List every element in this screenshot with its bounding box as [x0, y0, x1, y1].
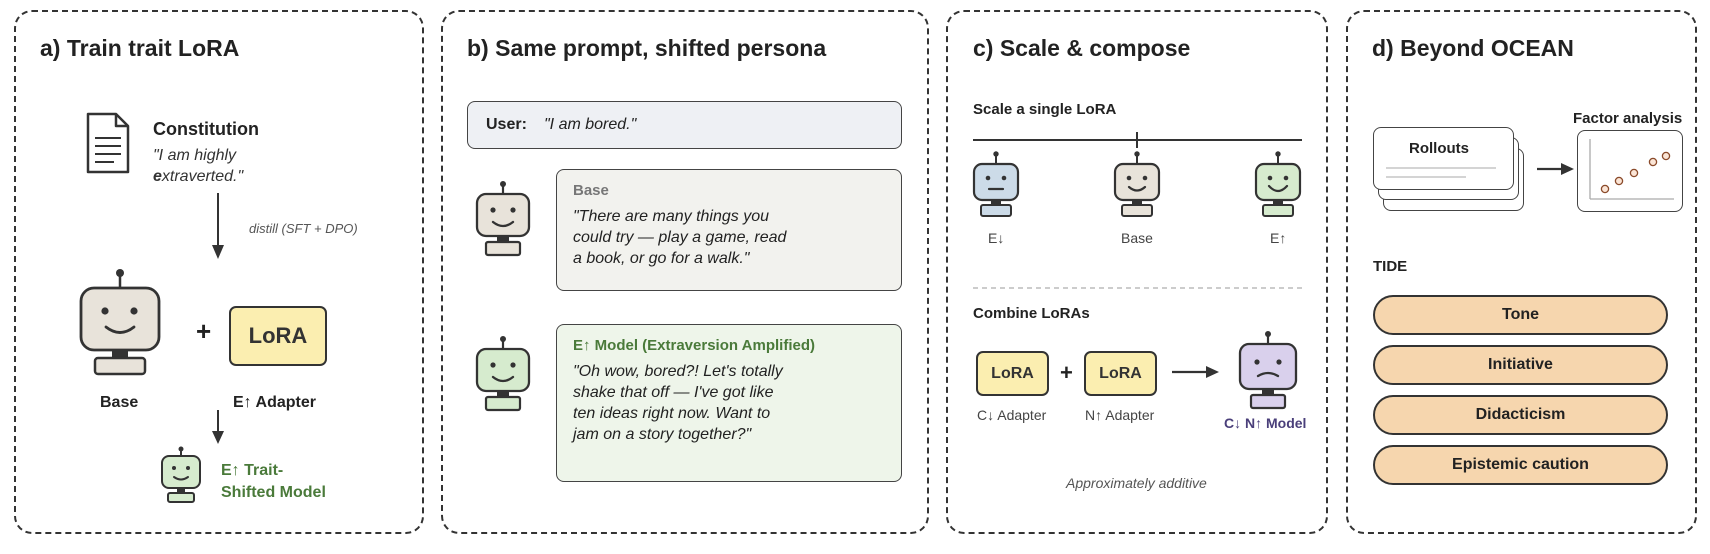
- scale-heading: Scale a single LoRA: [973, 101, 1117, 118]
- section-divider: [973, 287, 1302, 289]
- panel-d: [1346, 10, 1697, 534]
- combine-heading: Combine LoRAs: [973, 305, 1090, 322]
- base-response-title: Base: [573, 182, 609, 199]
- adapter-label-n: N↑ Adapter: [1085, 407, 1155, 423]
- factor-analysis-plot: [1577, 130, 1683, 212]
- document-icon: [86, 112, 130, 174]
- lora-box-n: LoRA: [1084, 351, 1157, 396]
- scale-label-down: E↓: [988, 230, 1005, 246]
- lora-box-c: LoRA: [976, 351, 1049, 396]
- adapter-label: E↑ Adapter: [233, 394, 316, 411]
- shift-arrow: [212, 410, 224, 444]
- base-robot-icon-b: [475, 181, 531, 257]
- constitution-quote-line1: "I am highly: [153, 147, 237, 164]
- panel-b: [441, 10, 929, 534]
- base-label: Base: [100, 394, 139, 411]
- amplified-response-line-2: shake that off — I've got like: [573, 384, 774, 401]
- distill-arrow: [212, 193, 224, 259]
- base-response-line-3: a book, or go for a walk.": [573, 250, 750, 267]
- rollouts-arrow: [1537, 163, 1574, 175]
- scale-label-up: E↑: [1270, 230, 1287, 246]
- amplified-response-bubble: E↑ Model (Extraversion Amplified) "Oh wo…: [556, 324, 902, 482]
- user-text: "I am bored.": [544, 116, 637, 133]
- amplified-response-line-3: ten ideas right now. Want to: [573, 405, 771, 422]
- scatter-plot-icon: [1589, 139, 1674, 200]
- shifted-model-label-1: E↑ Trait-: [221, 462, 284, 479]
- panel-a: [14, 10, 424, 534]
- distill-label: distill (SFT + DPO): [249, 221, 358, 236]
- lora-adapter-box: LoRA: [229, 306, 327, 366]
- rollouts-text-lines: [1386, 167, 1496, 178]
- constitution-quote-line2: extraverted.": [153, 168, 244, 185]
- combine-arrow: [1172, 366, 1219, 378]
- rollouts-card: Rollouts: [1373, 127, 1514, 190]
- adapter-label-c: C↓ Adapter: [977, 407, 1047, 423]
- panel-d-title: d) Beyond OCEAN: [1372, 35, 1574, 61]
- trait-robot-icon-b: [475, 336, 531, 412]
- base-response-bubble: Base "There are many things you could tr…: [556, 169, 902, 291]
- rollouts-label: Rollouts: [1409, 140, 1469, 157]
- panel-b-title: b) Same prompt, shifted persona: [467, 35, 827, 61]
- plus-sign: +: [196, 316, 212, 346]
- tide-item-epistemic-caution: Epistemic caution: [1373, 445, 1668, 485]
- trait-robot-icon: [161, 446, 201, 503]
- base-robot-icon: [79, 269, 161, 376]
- user-prompt-box: User: "I am bored.": [467, 101, 902, 149]
- combo-model-label: C↓ N↑ Model: [1224, 415, 1307, 431]
- constitution-title: Constitution: [153, 119, 259, 139]
- scale-axis: [973, 132, 1302, 148]
- amplified-response-line-1: "Oh wow, bored?! Let's totally: [573, 363, 783, 380]
- up-robot-icon: [1254, 151, 1302, 217]
- tide-item-initiative: Initiative: [1373, 345, 1668, 385]
- factor-analysis-label: Factor analysis: [1573, 110, 1683, 127]
- additive-footnote: Approximately additive: [1066, 475, 1207, 491]
- base-response-line-2: could try — play a game, read: [573, 229, 787, 246]
- amplified-response-line-4: jam on a story together?": [573, 426, 752, 443]
- tide-heading: TIDE: [1373, 258, 1408, 275]
- down-robot-icon: [972, 151, 1020, 217]
- user-label: User:: [486, 116, 527, 133]
- combine-plus-sign: +: [1060, 360, 1073, 385]
- combo-robot-icon: [1238, 331, 1298, 410]
- panel-a-title: a) Train trait LoRA: [40, 35, 240, 61]
- scale-label-base: Base: [1121, 230, 1153, 246]
- tide-item-tone: Tone: [1373, 295, 1668, 335]
- panel-c-title: c) Scale & compose: [973, 35, 1191, 61]
- amplified-response-title: E↑ Model (Extraversion Amplified): [573, 337, 815, 354]
- panel-c: [946, 10, 1328, 534]
- shifted-model-label-2: Shifted Model: [221, 484, 326, 501]
- base-response-line-1: "There are many things you: [573, 208, 769, 225]
- tide-item-didacticism: Didacticism: [1373, 395, 1668, 435]
- scale-base-robot-icon: [1113, 151, 1161, 217]
